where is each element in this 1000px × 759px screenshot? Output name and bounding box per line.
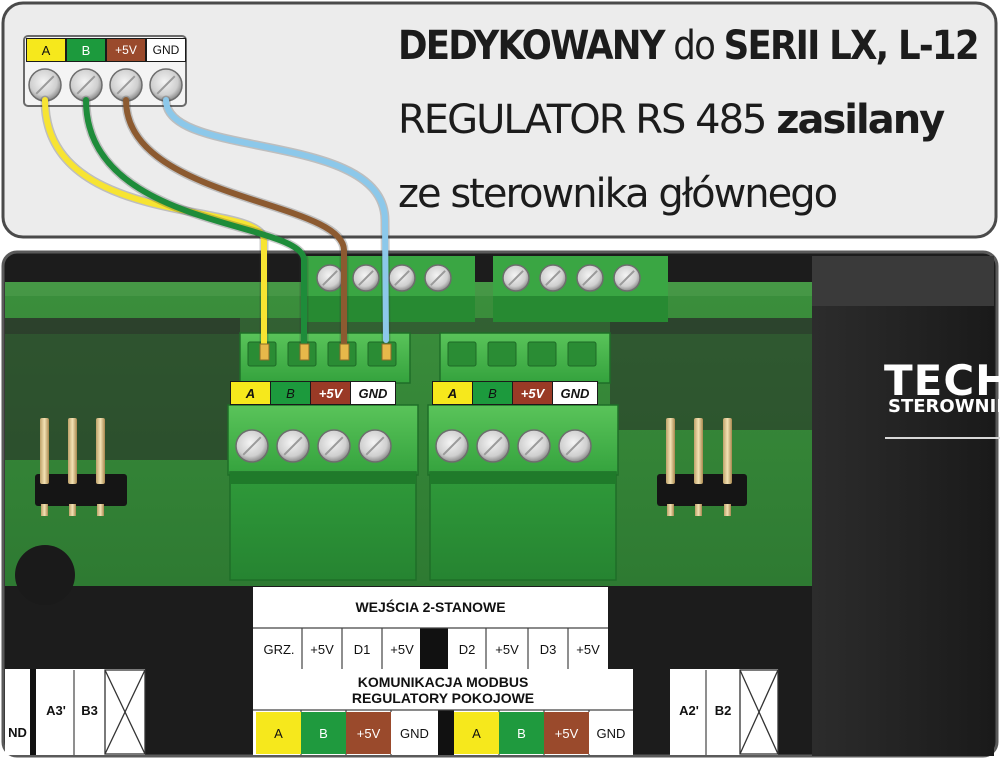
input-d3: D3: [539, 641, 557, 657]
back-right-screw-2: [539, 264, 567, 292]
device-housing: [812, 256, 994, 756]
wire-b: [83, 97, 307, 353]
top-label-gnd: GND: [146, 38, 186, 62]
input-5v-4: +5V: [576, 641, 600, 657]
block1-screw-4: [358, 429, 392, 463]
top-label-b: B: [66, 38, 106, 62]
comm-title-line-1: KOMUNIKACJA MODBUS: [357, 674, 529, 690]
callout-box: [1, 1, 998, 239]
block1-screw-3: [317, 429, 351, 463]
back-left-screw-2: [352, 264, 380, 292]
block1-label-a: A: [230, 381, 271, 405]
back-right-screw-1: [502, 264, 530, 292]
brand-subtitle: STEROWNIKI: [888, 396, 1000, 417]
comm-b-1: B: [301, 712, 346, 754]
block2-screw-4: [558, 429, 592, 463]
brand-logo: TECH: [884, 356, 1000, 405]
left-label-b3: B3: [81, 702, 98, 718]
wire-a-ferrule: [259, 343, 270, 361]
wire-5v: [123, 97, 347, 353]
wire-gnd: [163, 97, 389, 343]
block2-label-5v: +5V: [512, 381, 553, 405]
block1-label-5v: +5V: [310, 381, 351, 405]
back-left-screw-4: [424, 264, 452, 292]
block2-screw-3: [517, 429, 551, 463]
right-label-b2: B2: [714, 702, 732, 718]
input-grz: GRZ.: [263, 641, 295, 657]
block2-label-b: B: [472, 381, 513, 405]
input-d1: D1: [353, 641, 371, 657]
header-pin-2: [68, 418, 77, 484]
wire-b-ferrule: [299, 343, 310, 361]
terminal-block-2: [427, 332, 619, 581]
comm-a-1: A: [256, 712, 301, 754]
headline-source: ze sterownika głównego: [398, 171, 838, 217]
comm-title: KOMUNIKACJA MODBUS REGULATORY POKOJOWE: [253, 673, 633, 707]
input-5v-1: +5V: [310, 641, 334, 657]
left-label-a3: A3': [46, 702, 66, 718]
block2-label-gnd: GND: [552, 381, 598, 405]
block1-screw-2: [276, 429, 310, 463]
top-label-5v: +5V: [106, 38, 146, 62]
back-left-screw-1: [316, 264, 344, 292]
left-panel: [5, 669, 145, 755]
header-pin-1: [40, 418, 49, 484]
right-label-a2: A2': [679, 702, 699, 718]
comm-title-line-2: REGULATORY POKOJOWE: [351, 690, 535, 706]
headline-line-2: REGULATOR RS 485 zasilany: [398, 96, 945, 144]
block1-screw-1: [235, 429, 269, 463]
wire-entry-2-4: [567, 341, 597, 367]
headline-rs485: RS 485: [635, 97, 767, 143]
block1-label-b: B: [270, 381, 311, 405]
headline-line-3: ze sterownika głównego: [398, 170, 838, 218]
input-5v-3: +5V: [495, 641, 519, 657]
wire-gnd-ferrule: [381, 343, 392, 361]
rail-shadow: [5, 318, 240, 460]
header-pin-6: [723, 418, 732, 484]
comm-5v-2: +5V: [544, 712, 589, 754]
block2-screw-1: [435, 429, 469, 463]
headline-dedicated: DEDYKOWANY: [398, 23, 666, 69]
wire-entry-2-3: [527, 341, 557, 367]
right-panel: [670, 669, 778, 755]
top-screw-3: [109, 68, 143, 102]
back-left-screw-3: [388, 264, 416, 292]
wire-entry-2-1: [447, 341, 477, 367]
block2-screw-2: [476, 429, 510, 463]
top-screw-1: [28, 68, 62, 102]
comm-b-2: B: [499, 712, 544, 754]
wire-5v-ferrule: [339, 343, 350, 361]
input-5v-2: +5V: [390, 641, 414, 657]
header-pin-5: [694, 418, 703, 484]
header-pin-3: [96, 418, 105, 484]
top-label-a: A: [26, 38, 66, 62]
headline-powered: zasilany: [776, 97, 945, 143]
block2-label-a: A: [432, 381, 473, 405]
headline-regulator: REGULATOR: [398, 97, 627, 143]
block1-label-gnd: GND: [350, 381, 396, 405]
terminal-block-1: [227, 332, 419, 581]
wire-entry-2-2: [487, 341, 517, 367]
comm-gnd-2: GND: [589, 712, 633, 754]
back-right-screw-3: [576, 264, 604, 292]
headline-series: SERII LX, L-12: [723, 23, 980, 69]
inputs-title: WEJŚCIA 2-STANOWE: [355, 599, 506, 615]
comm-gnd-1: GND: [391, 712, 438, 754]
left-label-nd: ND: [8, 724, 27, 740]
headline-to: do: [673, 23, 716, 69]
top-screw-4: [149, 68, 183, 102]
header-pin-4: [666, 418, 675, 484]
back-right-screw-4: [613, 264, 641, 292]
comm-5v-1: +5V: [346, 712, 391, 754]
headline-line-1: DEDYKOWANY do SERII LX, L-12: [398, 22, 980, 70]
input-d2: D2: [458, 641, 476, 657]
comm-a-2: A: [454, 712, 499, 754]
